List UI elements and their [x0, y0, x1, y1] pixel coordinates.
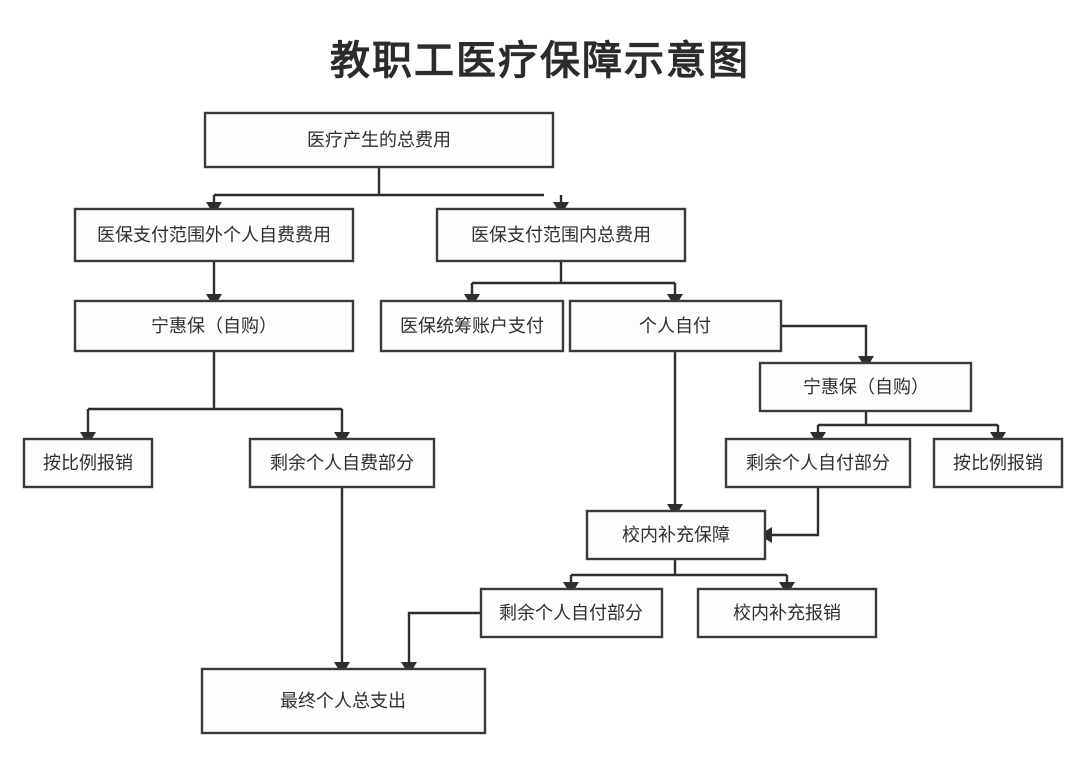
- node-campus-supplement[interactable]: 校内补充保障: [585, 509, 767, 561]
- node-total-cost[interactable]: 医疗产生的总费用: [203, 111, 555, 169]
- edge-total-cost-split: [212, 167, 563, 203]
- node-remaining-self-paid[interactable]: 剩余个人自费部分: [248, 437, 436, 489]
- edge-layer: [80, 167, 1006, 675]
- node-label: 宁惠保（自购）: [151, 316, 277, 336]
- node-campus-reimbursement[interactable]: 校内补充报销: [696, 587, 878, 639]
- node-label: 按比例报销: [43, 453, 133, 473]
- edge-remaining-personal-1-to-campus-supplement: [771, 487, 820, 537]
- node-label: 医疗产生的总费用: [307, 130, 451, 150]
- node-label: 个人自付: [639, 316, 711, 336]
- node-proportional-reimb-right[interactable]: 按比例报销: [932, 437, 1064, 489]
- edge-remaining-personal-2-to-final: [407, 611, 481, 663]
- node-in-scope-total[interactable]: 医保支付范围内总费用: [435, 207, 687, 263]
- node-layer: 医疗产生的总费用 医保支付范围外个人自费费用 医保支付范围内总费用 宁惠保（自购…: [22, 111, 1064, 735]
- node-label: 医保支付范围外个人自费费用: [97, 225, 331, 245]
- node-final-total-expense[interactable]: 最终个人总支出: [200, 667, 487, 735]
- edge-ninghuibao-right-split: [816, 411, 1000, 433]
- node-label: 按比例报销: [953, 453, 1043, 473]
- node-label: 校内补充保障: [622, 525, 730, 545]
- node-label: 校内补充报销: [733, 603, 841, 623]
- edge-campus-supplement-split: [569, 559, 789, 583]
- node-ninghuibao-right[interactable]: 宁惠保（自购）: [758, 361, 973, 413]
- node-label: 剩余个人自费部分: [270, 453, 414, 473]
- edge-in-scope-split: [470, 261, 677, 295]
- node-label: 宁惠保（自购）: [803, 377, 929, 397]
- node-personal-payment[interactable]: 个人自付: [568, 299, 783, 353]
- node-pooling-account-pay[interactable]: 医保统筹账户支付: [379, 299, 565, 353]
- node-remaining-personal-2[interactable]: 剩余个人自付部分: [479, 587, 664, 639]
- node-remaining-personal-1[interactable]: 剩余个人自付部分: [724, 437, 912, 489]
- node-label: 剩余个人自付部分: [746, 453, 890, 473]
- edge-ninghuibao-left-split: [86, 351, 344, 433]
- node-ninghuibao-left[interactable]: 宁惠保（自购）: [73, 299, 355, 353]
- edge-personal-payment-to-ninghuibao-right: [781, 324, 868, 357]
- page-title: 教职工医疗保障示意图: [330, 39, 750, 83]
- node-proportional-reimb-left[interactable]: 按比例报销: [22, 437, 154, 489]
- node-label: 最终个人总支出: [280, 691, 406, 711]
- node-out-of-scope-self-pay[interactable]: 医保支付范围外个人自费费用: [73, 207, 355, 263]
- node-label: 医保支付范围内总费用: [471, 225, 651, 245]
- node-label: 医保统筹账户支付: [400, 316, 544, 336]
- node-label: 剩余个人自付部分: [499, 603, 643, 623]
